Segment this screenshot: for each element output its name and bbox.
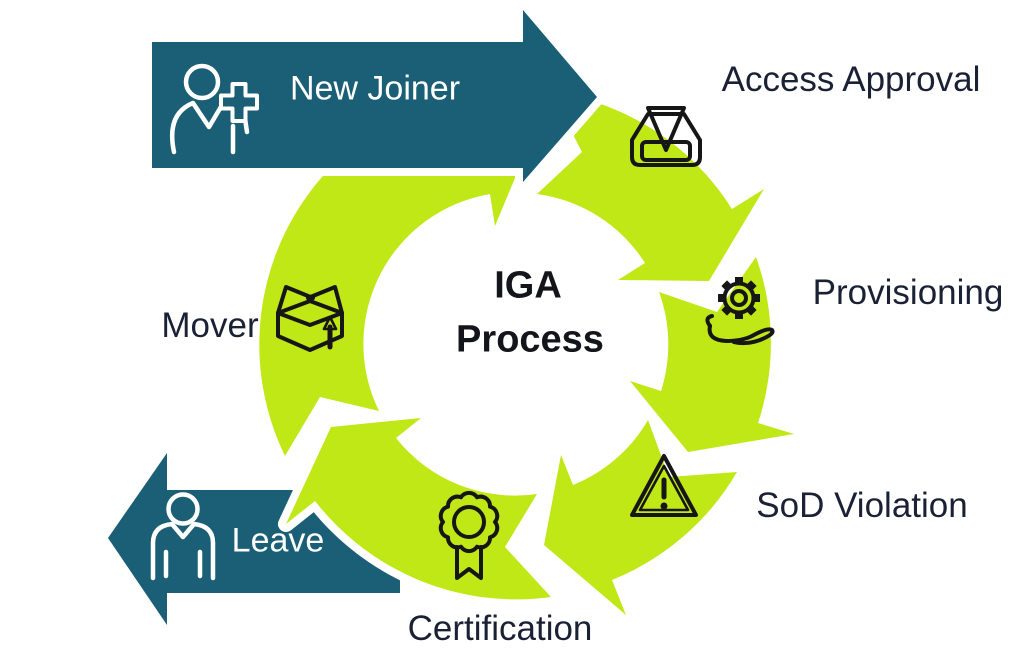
- label-new-joiner: New Joiner: [289, 69, 461, 108]
- award-ribbon-icon: [438, 490, 500, 580]
- new-joiner-arrow: [144, 2, 605, 190]
- open-box-icon: [276, 285, 344, 352]
- cycle-arrow-certification: [278, 410, 559, 608]
- person-icon: [150, 492, 216, 581]
- label-certification: Certification: [407, 609, 593, 648]
- inbox-approval-icon: [630, 106, 702, 167]
- gear-hand-icon: [705, 277, 775, 346]
- label-sod-violation: SoD Violation: [756, 486, 968, 525]
- cycle-title-line-2: Process: [456, 318, 604, 361]
- label-mover: Mover: [161, 306, 259, 345]
- label-provisioning: Provisioning: [812, 273, 1004, 312]
- person-plus-icon: [169, 63, 259, 155]
- warning-triangle-icon: [630, 454, 698, 517]
- label-leave: Leave: [231, 521, 325, 560]
- cycle-title-line-1: IGA: [494, 264, 562, 307]
- label-access-approval: Access Approval: [721, 60, 981, 99]
- cycle-arrow-sod-violation: [536, 412, 745, 623]
- cycle-arrow-access-approval: [529, 84, 772, 289]
